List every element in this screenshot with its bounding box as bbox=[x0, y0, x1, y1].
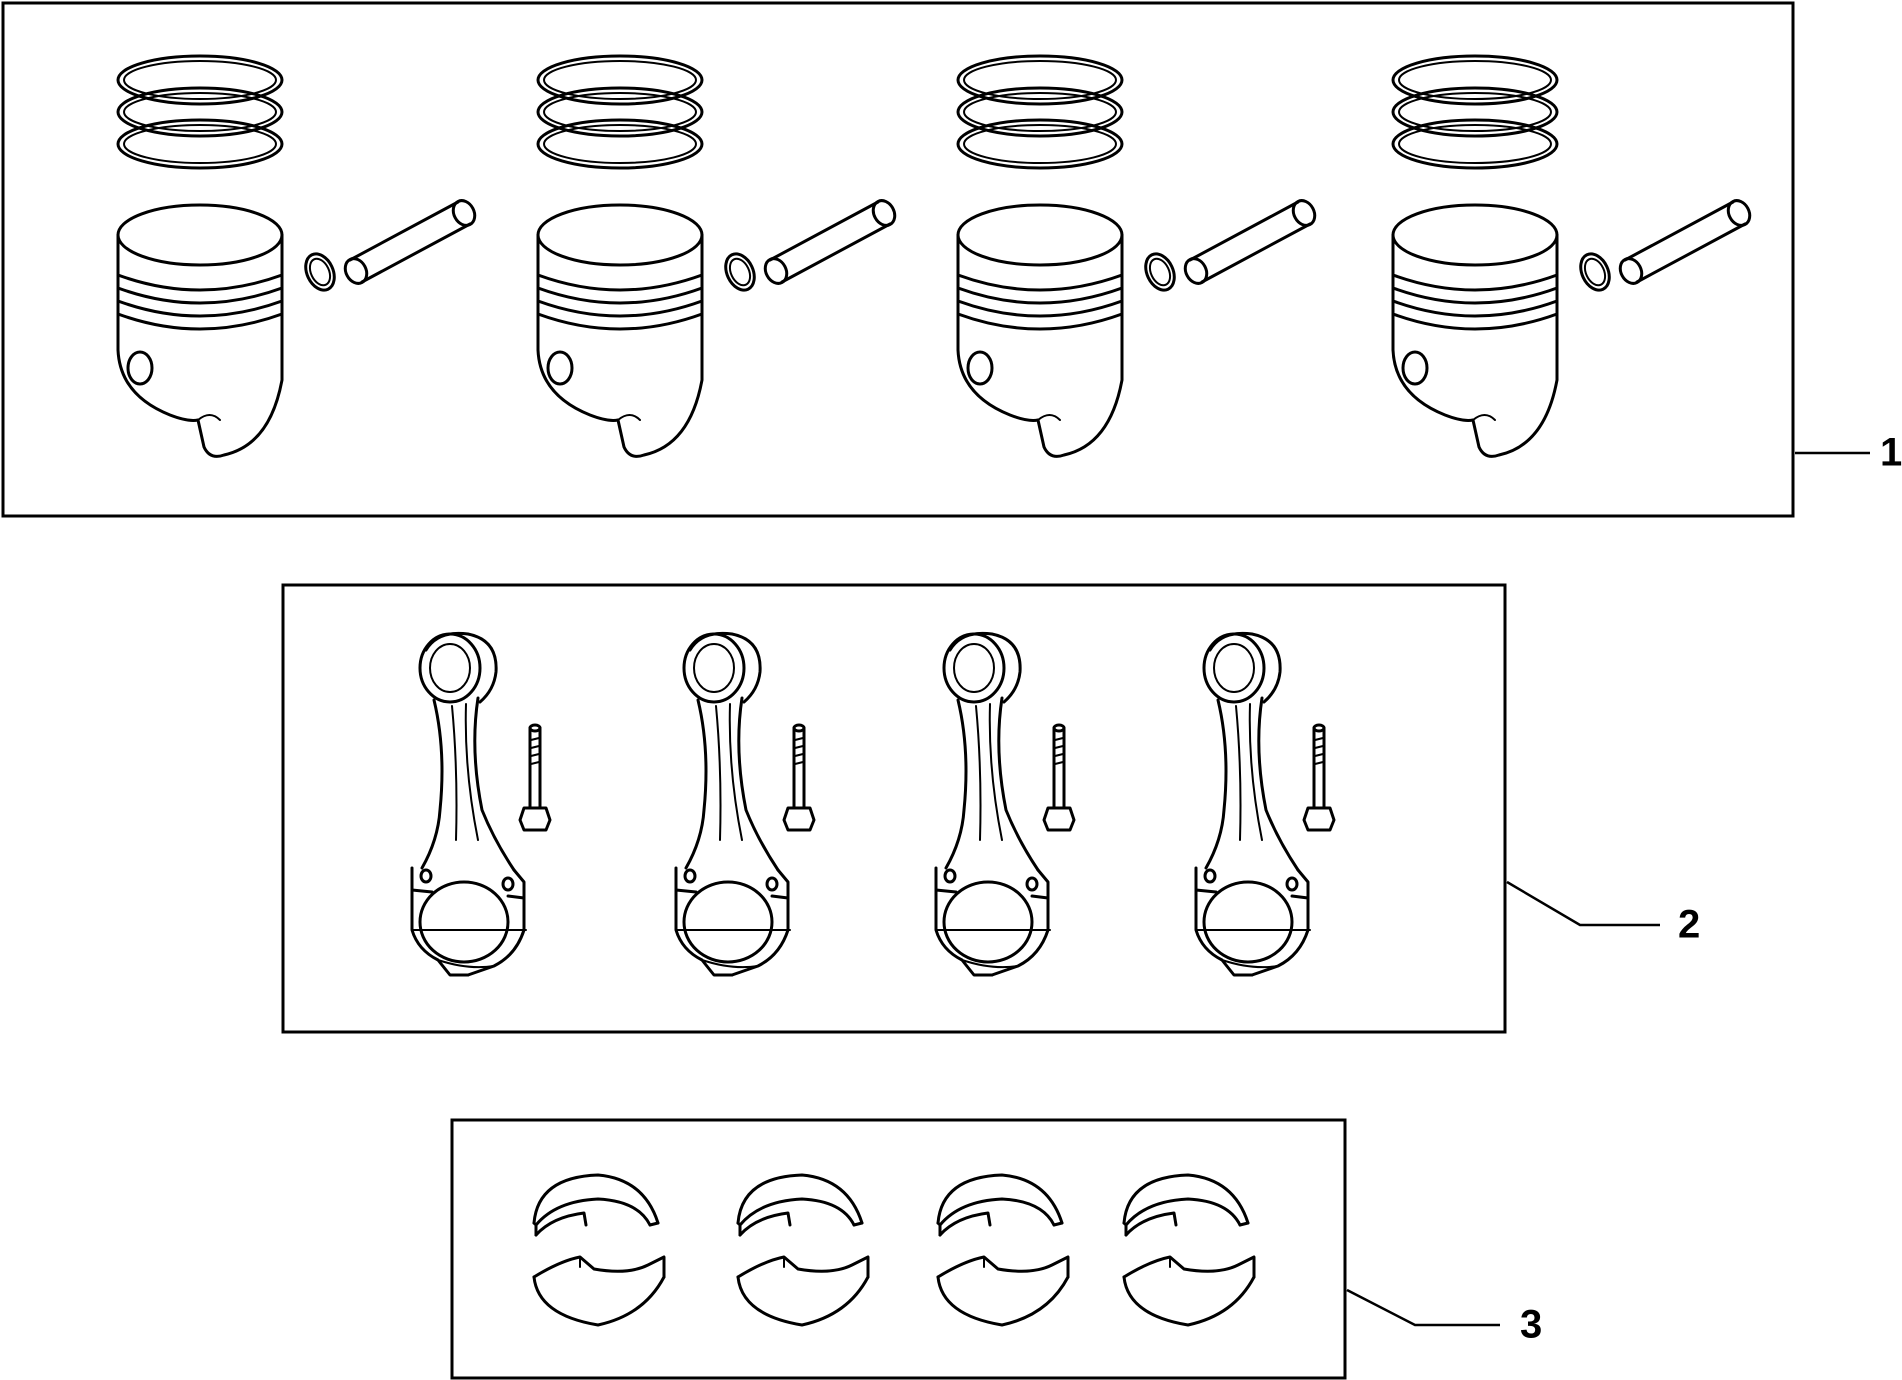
bearing-shell-pair bbox=[736, 1173, 870, 1327]
connecting-rod-assembly bbox=[1194, 631, 1336, 977]
connecting-rod-assembly bbox=[410, 631, 552, 977]
connecting-rod-assembly bbox=[674, 631, 816, 977]
bearing-shell-pair bbox=[1122, 1173, 1256, 1327]
piston-assembly bbox=[956, 54, 1321, 458]
bearing-shell-pair bbox=[532, 1173, 666, 1327]
bearing-shells-kit-frame bbox=[450, 1118, 1347, 1380]
callout-label-2: 2 bbox=[1678, 903, 1700, 947]
callout-leader-2 bbox=[1506, 880, 1660, 927]
pistons-kit-frame bbox=[1, 1, 1795, 518]
callout-label-3: 3 bbox=[1520, 1303, 1542, 1347]
connecting-rods-kit-frame bbox=[281, 583, 1507, 1034]
connecting-rod-assembly bbox=[934, 631, 1076, 977]
piston-assembly bbox=[536, 54, 901, 458]
callout-leader-3 bbox=[1346, 1288, 1500, 1327]
bearing-shell-pair bbox=[936, 1173, 1070, 1327]
piston-assembly bbox=[1391, 54, 1756, 458]
callout-label-1: 1 bbox=[1880, 431, 1902, 475]
piston-assembly bbox=[116, 54, 481, 458]
